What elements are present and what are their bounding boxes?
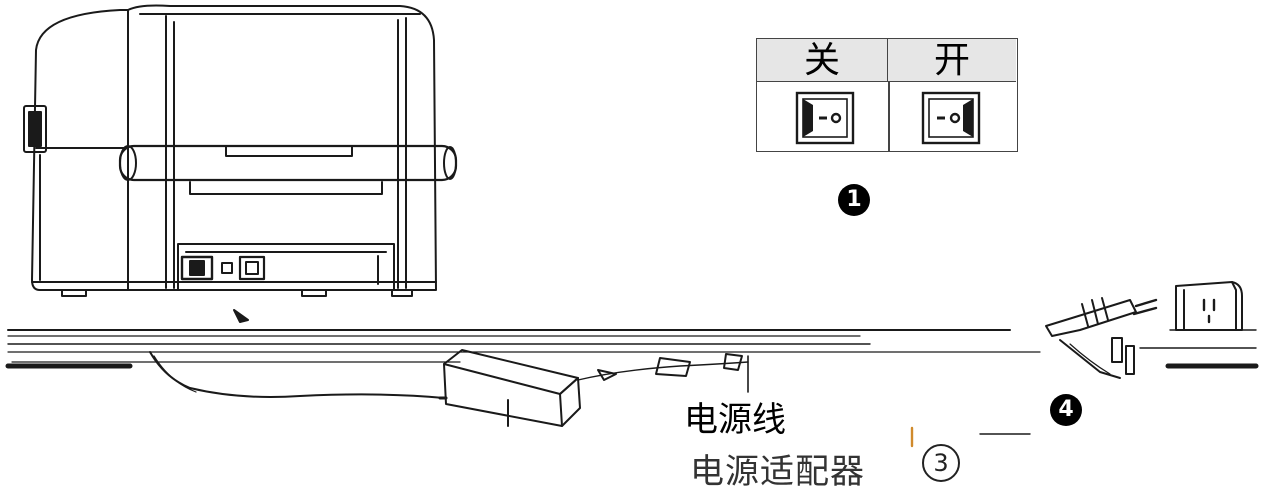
power-adapter-icon bbox=[438, 349, 581, 427]
on-header: 开 bbox=[888, 39, 1016, 82]
off-header: 关 bbox=[757, 39, 888, 82]
pointer-arrow-icon bbox=[233, 309, 249, 323]
step-1-badge: 1 bbox=[838, 184, 870, 216]
rocker-switch-off-icon bbox=[795, 91, 855, 145]
ac-plug-icon bbox=[1045, 297, 1158, 379]
step-3-badge: 3 bbox=[922, 444, 960, 482]
printer-illustration bbox=[23, 4, 458, 297]
wall-socket-icon bbox=[1175, 281, 1243, 331]
table-divider bbox=[888, 82, 890, 152]
step-4-badge: 4 bbox=[1050, 394, 1082, 426]
switch-state-table: 关 开 bbox=[756, 38, 1018, 152]
power-cord-label: 电源线 bbox=[684, 400, 786, 440]
power-adapter-label: 电源适配器 bbox=[690, 452, 865, 492]
rocker-switch-on-icon bbox=[921, 91, 981, 145]
